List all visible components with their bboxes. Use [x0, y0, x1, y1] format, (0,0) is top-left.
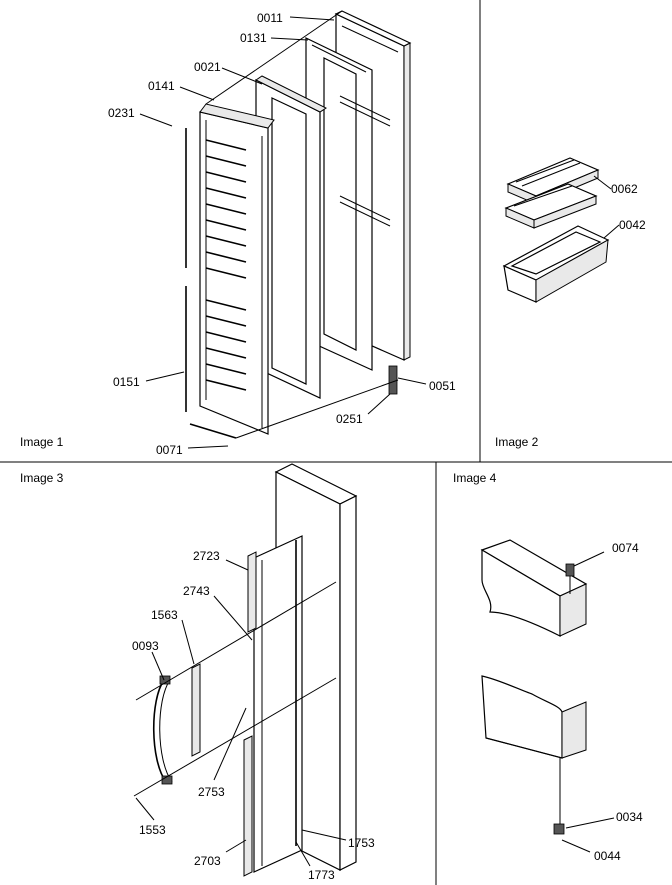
shelf-stack [205, 139, 247, 391]
image1-door-assembly: 0011 0131 0021 0141 0231 0151 0071 0251 … [20, 10, 456, 457]
callout-2703: 2703 [194, 854, 221, 868]
dispenser-handle [152, 675, 173, 785]
callout-0071: 0071 [156, 443, 183, 457]
bottom-bar [189, 423, 237, 439]
explode-guides [205, 10, 399, 439]
callout-0074: 0074 [612, 541, 639, 555]
image3-caption: Image 3 [20, 471, 64, 485]
image2-ice-tray-assembly: 0062 0042 Image 2 [495, 157, 646, 449]
image4-housing-assembly: 0074 0034 0044 Image 4 [453, 471, 643, 863]
screw-top [565, 563, 575, 594]
callout-2723: 2723 [193, 549, 220, 563]
image1-caption: Image 1 [20, 435, 64, 449]
callout-0021: 0021 [194, 60, 221, 74]
callout-1563: 1563 [151, 608, 178, 622]
image3-dispenser-door-assembly: 2723 2743 1563 0093 2753 1553 2703 1773 … [20, 463, 375, 882]
ice-bin [502, 225, 610, 303]
callout-2743: 2743 [183, 584, 210, 598]
image3-leaders [135, 559, 347, 867]
callout-0151: 0151 [113, 375, 140, 389]
callout-1553: 1553 [139, 823, 166, 837]
callout-0141: 0141 [148, 79, 175, 93]
image3-explode-lines [133, 581, 337, 797]
door-liner-frame [255, 75, 327, 399]
fitting-bottom [553, 758, 565, 835]
trim-strips [191, 551, 257, 877]
upper-housing [480, 539, 588, 637]
callout-2753: 2753 [198, 785, 225, 799]
door-panel [253, 535, 303, 873]
door-shelf-liner [199, 103, 275, 435]
callout-0034: 0034 [616, 810, 643, 824]
image2-caption: Image 2 [495, 435, 539, 449]
callout-1753: 1753 [348, 836, 375, 850]
lower-housing [481, 675, 587, 759]
callout-0231: 0231 [108, 106, 135, 120]
image1-labels: 0011 0131 0021 0141 0231 0151 0071 0251 … [108, 11, 456, 457]
callout-0042: 0042 [619, 218, 646, 232]
callout-0051: 0051 [429, 379, 456, 393]
image2-leaders [593, 175, 620, 239]
hinge-part [388, 365, 398, 395]
callout-0251: 0251 [336, 412, 363, 426]
image4-leaders [561, 551, 615, 853]
callout-1773: 1773 [308, 868, 335, 882]
callout-0044: 0044 [594, 849, 621, 863]
image4-caption: Image 4 [453, 471, 497, 485]
callout-0131: 0131 [240, 31, 267, 45]
callout-0093: 0093 [132, 639, 159, 653]
ice-tray-lower [504, 183, 598, 229]
callout-0011: 0011 [257, 11, 283, 25]
image1-leaders [139, 16, 427, 449]
callout-0062: 0062 [611, 182, 638, 196]
